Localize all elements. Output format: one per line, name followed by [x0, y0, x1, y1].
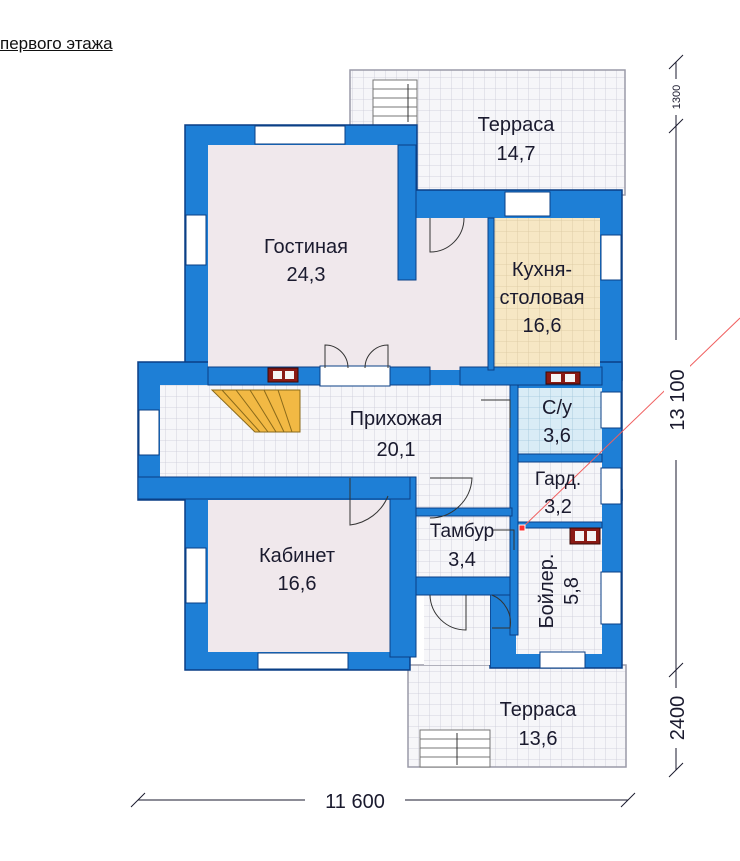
interior-walls [137, 144, 603, 658]
glass-door-living [319, 365, 391, 387]
door-glass-left [324, 344, 349, 369]
label-hall-name: Прихожая [350, 408, 443, 430]
window-boiler [600, 571, 622, 625]
label-bathroom-name: С/у [542, 397, 572, 419]
window-boiler-bottom [539, 651, 586, 669]
window-kitchen-right [600, 234, 622, 281]
window-living-left [185, 214, 207, 266]
windows [138, 125, 622, 670]
plan-title: первого этажа [0, 34, 113, 53]
label-kitchen-line1: Кухня- [512, 259, 572, 281]
vestibule-floor [416, 515, 514, 577]
label-study-name: Кабинет [259, 545, 335, 567]
window-living-top [254, 125, 346, 145]
label-living-name: Гостиная [264, 236, 348, 258]
door-living-kitchen [429, 217, 465, 253]
hall-floor [160, 385, 512, 477]
dimension-labels: 11 600 13 100 1300 2400 [308, 79, 690, 813]
door-bathroom [481, 399, 511, 428]
label-living-area: 24,3 [287, 264, 326, 286]
dim-top-offset: 1300 [671, 85, 683, 109]
label-wardrobe-name: Гард. [535, 469, 581, 490]
study-floor [208, 500, 390, 652]
heaters [267, 367, 601, 545]
room-labels: Терраса 14,7 Гостиная 24,3 Кухня- столов… [259, 114, 585, 750]
dim-bottom-offset: 2400 [667, 696, 689, 741]
label-terrace-bottom-name: Терраса [500, 699, 578, 721]
kitchen-floor [488, 218, 600, 370]
door-boiler [493, 529, 515, 550]
door-glass-right [364, 344, 389, 369]
hall-lower-floor [410, 470, 512, 512]
label-wardrobe-area: 3,2 [544, 496, 572, 518]
label-study-area: 16,6 [278, 573, 317, 595]
window-study-left [185, 547, 207, 604]
label-boiler-name: Бойлер. [536, 554, 558, 629]
window-kitchen-top [504, 191, 551, 217]
label-vestibule-name: Тамбур [430, 521, 495, 542]
boiler-floor [516, 526, 602, 654]
terrace-bottom [407, 664, 627, 768]
door-vestibule [429, 477, 473, 519]
measure-line [518, 317, 740, 532]
label-boiler-area: 5,8 [561, 577, 583, 605]
door-exit-terrace [429, 594, 467, 631]
window-bathroom [600, 391, 622, 429]
label-kitchen-line2: столовая [500, 287, 585, 309]
window-hall-left [138, 409, 160, 456]
label-terrace-top-name: Терраса [478, 114, 556, 136]
label-terrace-top-area: 14,7 [497, 143, 536, 165]
window-study-bottom [257, 652, 349, 670]
bathroom-floor [516, 388, 602, 454]
exit-passage-floor [424, 595, 490, 665]
label-hall-area: 20,1 [377, 439, 416, 461]
room-floors [160, 145, 602, 665]
label-terrace-bottom-area: 13,6 [519, 728, 558, 750]
staircase [210, 389, 301, 433]
door-boiler-exit [491, 594, 511, 629]
window-wardrobe [600, 467, 622, 505]
label-kitchen-area: 16,6 [523, 315, 562, 337]
doors [324, 217, 515, 631]
dim-height: 13 100 [667, 369, 689, 430]
dim-width: 11 600 [325, 791, 385, 813]
living-room-floor [208, 145, 400, 367]
door-study [349, 478, 389, 526]
terrace-top-steps [372, 79, 418, 126]
label-vestibule-area: 3,4 [448, 549, 476, 571]
label-bathroom-area: 3,6 [543, 425, 571, 447]
